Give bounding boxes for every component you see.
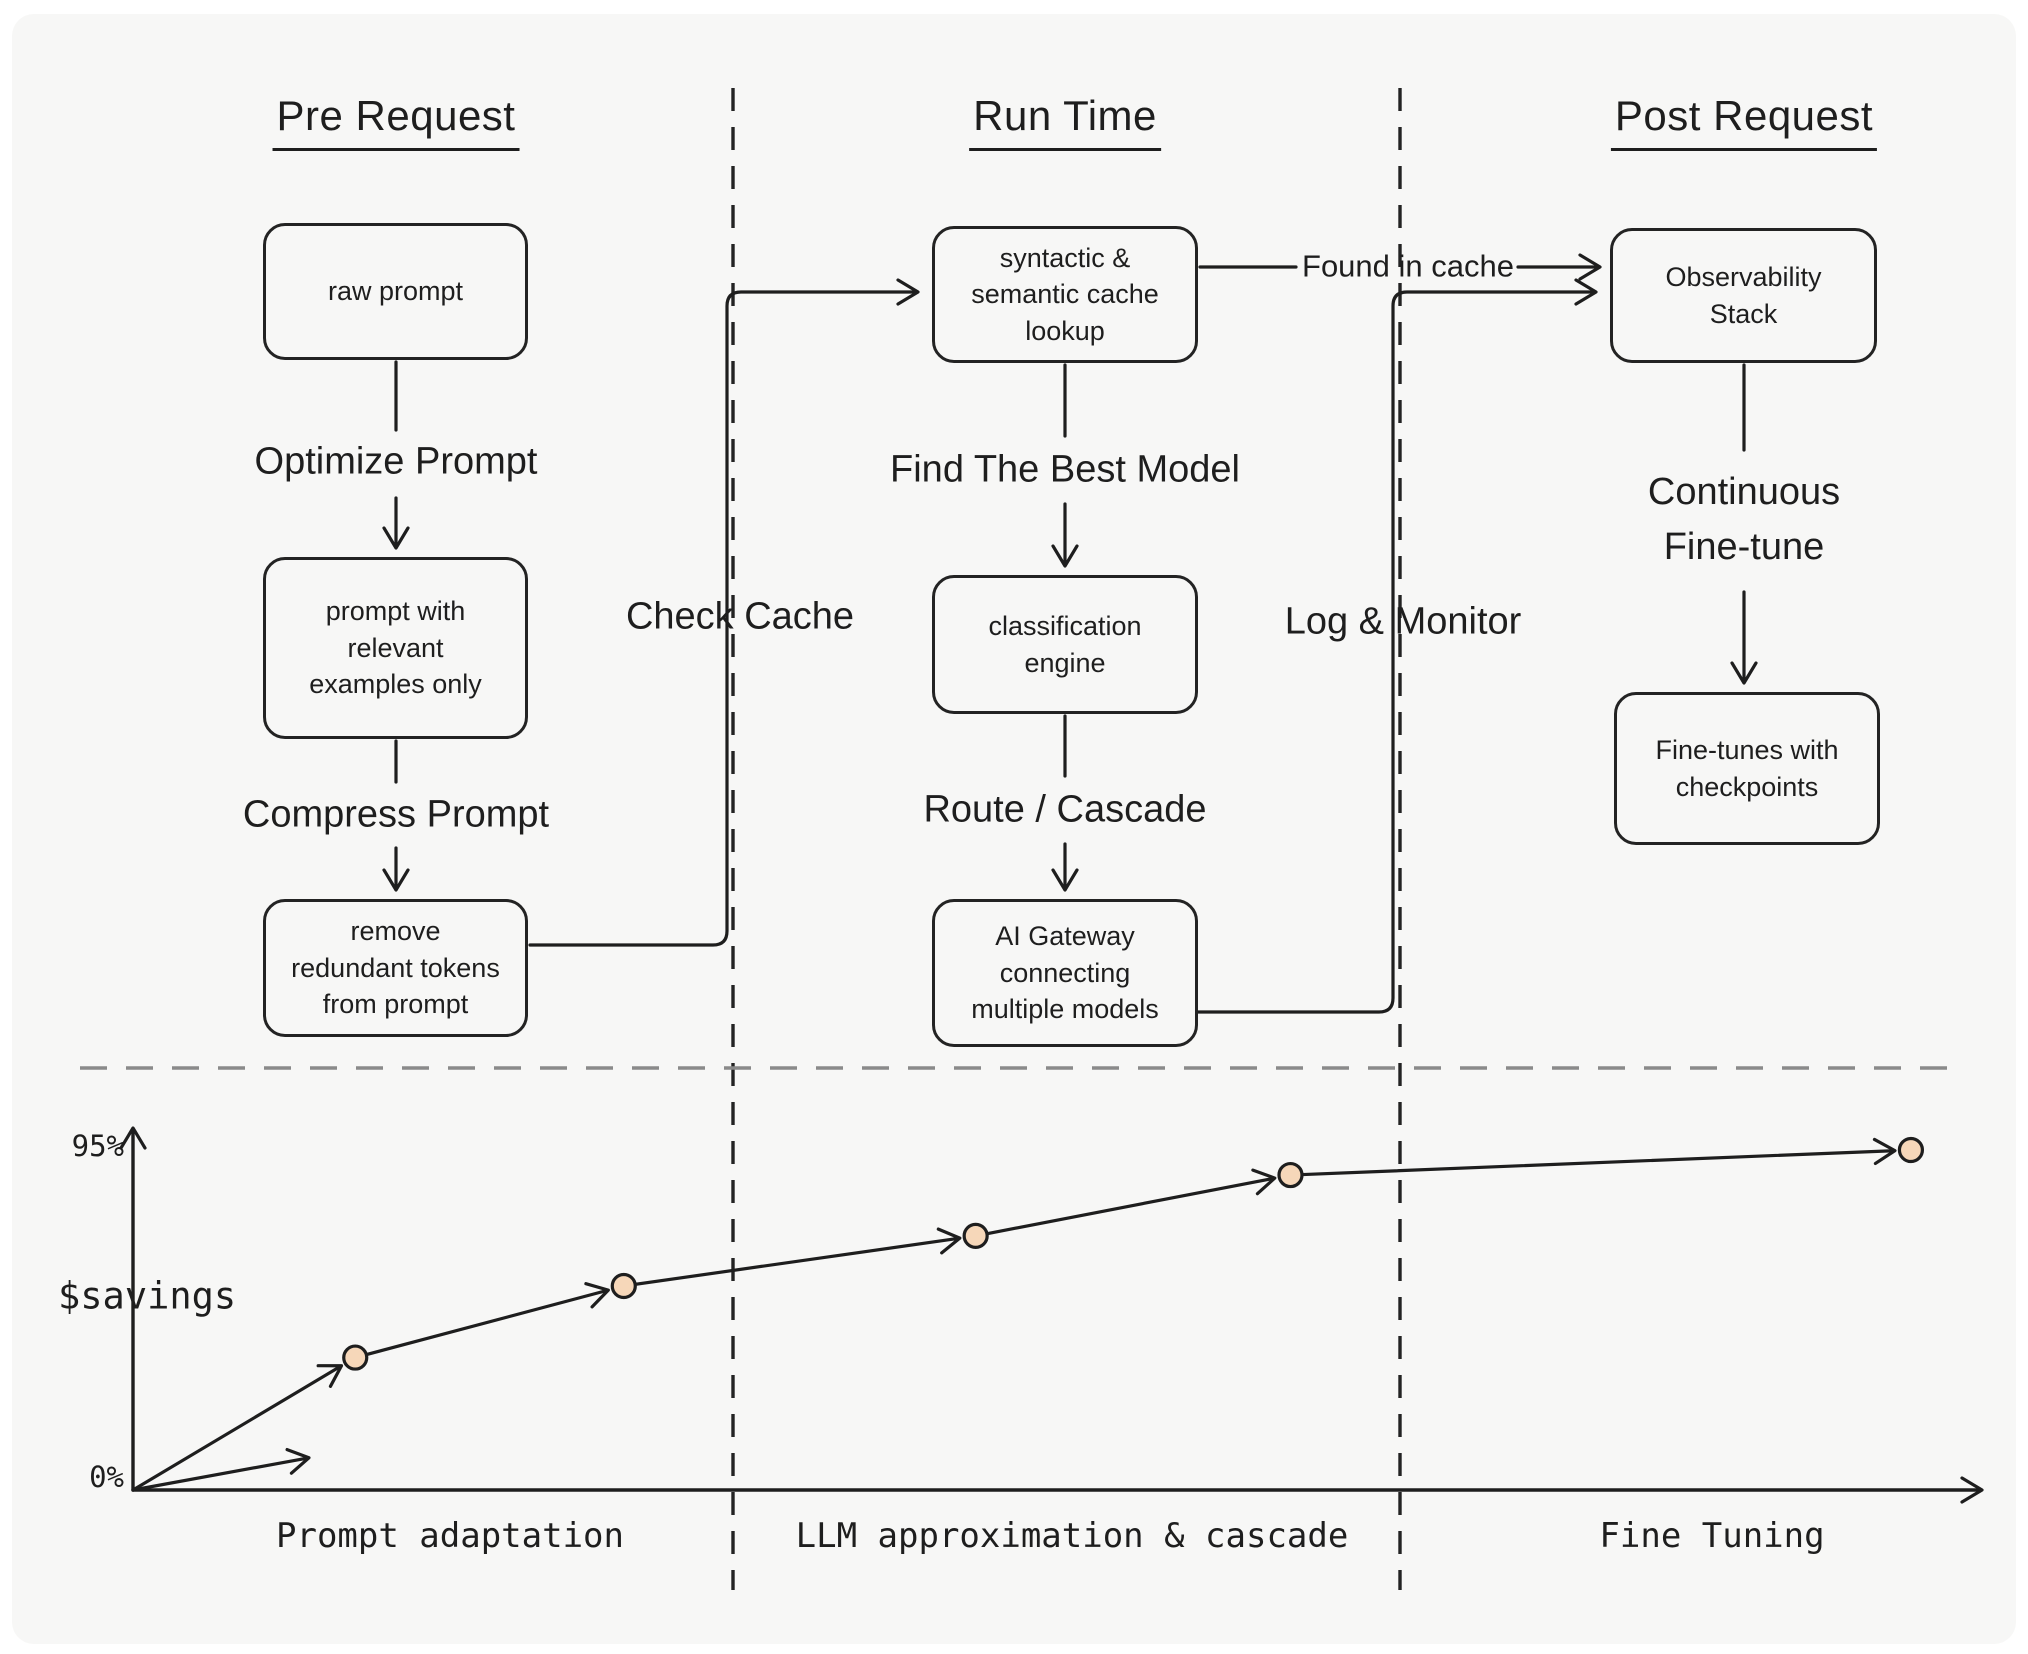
y-tick-0: 0% (89, 1460, 124, 1494)
node-remove-redundant-tokens: remove redundant tokens from prompt (263, 899, 528, 1037)
x-section-fine-tuning: Fine Tuning (1599, 1516, 1825, 1556)
savings-data-point (610, 1272, 637, 1300)
savings-curve-segment (974, 1168, 1277, 1238)
x-section-llm-approximation-cascade: LLM approximation & cascade (795, 1516, 1349, 1556)
phase-dividers (731, 88, 1402, 1590)
edge-label-compress-prompt: Compress Prompt (242, 793, 550, 836)
node-ai-gateway: AI Gateway connecting multiple models (932, 899, 1198, 1047)
savings-data-point (1897, 1136, 1925, 1164)
savings-curve-segment (622, 1227, 962, 1288)
savings-curve-segment (131, 1447, 311, 1492)
phase-header-pre-request: Pre Request (272, 92, 520, 151)
x-section-prompt-adaptation: Prompt adaptation (276, 1516, 624, 1556)
savings-data-point (342, 1344, 369, 1371)
log-monitor-path (1196, 278, 1598, 1014)
savings-curve-segment (131, 1364, 344, 1492)
y-axis-label-savings: $savings (58, 1274, 237, 1318)
node-observability-stack: Observability Stack (1610, 228, 1877, 363)
flow-arrows (382, 253, 1758, 1014)
edge-label-log-monitor: Log & Monitor (1284, 600, 1522, 643)
savings-curve-segment (1288, 1137, 1897, 1177)
savings-data-point (1277, 1161, 1304, 1189)
node-classification-engine: classification engine (932, 575, 1198, 714)
edge-label-route-cascade: Route / Cascade (923, 788, 1207, 831)
check-cache-path (528, 278, 920, 947)
savings-curve (131, 1136, 1925, 1492)
node-raw-prompt: raw prompt (263, 223, 528, 360)
edge-label-check-cache: Check Cache (625, 595, 855, 638)
edge-label-optimize-prompt: Optimize Prompt (254, 440, 538, 483)
edge-label-find-best-model: Find The Best Model (890, 448, 1240, 491)
chart-axes (119, 1126, 1984, 1504)
savings-data-point (962, 1222, 989, 1249)
edge-label-continuous-finetune: Continuous Fine-tune (1647, 470, 1841, 568)
phase-header-run-time: Run Time (969, 92, 1161, 151)
edge-label-found-in-cache: Found in cache (1302, 248, 1514, 284)
y-tick-95: 95% (71, 1129, 124, 1163)
savings-curve-segment (353, 1282, 610, 1360)
node-cache-lookup: syntactic & semantic cache lookup (932, 226, 1198, 363)
node-prompt-relevant-examples: prompt with relevant examples only (263, 557, 528, 739)
node-fine-tunes-checkpoints: Fine-tunes with checkpoints (1614, 692, 1880, 845)
phase-header-post-request: Post Request (1610, 92, 1878, 151)
